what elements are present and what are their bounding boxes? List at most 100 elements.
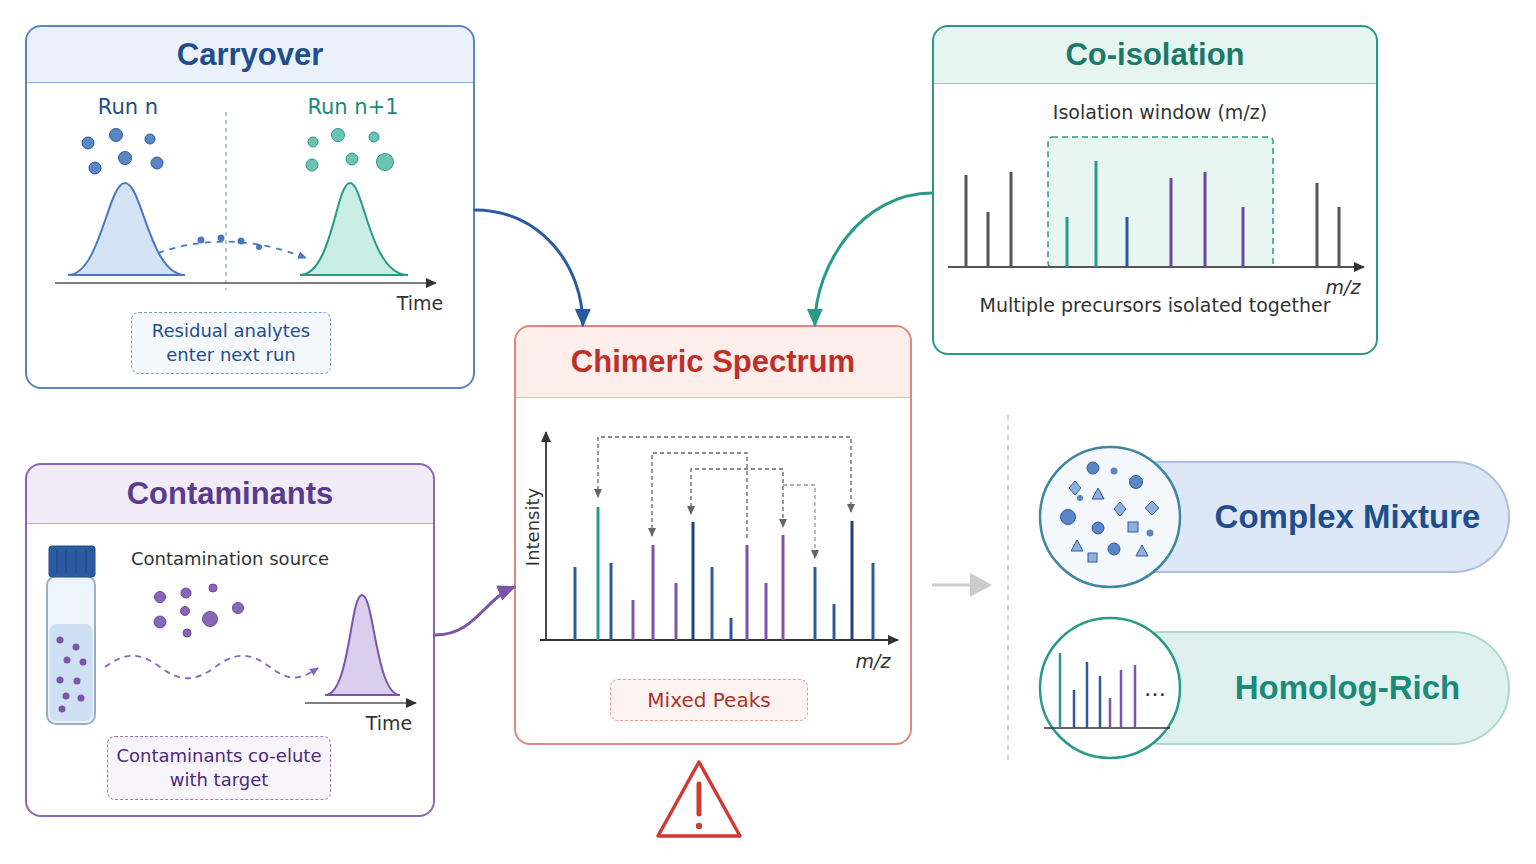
node-text: Contaminants [27,465,433,523]
precursor-peak [1338,207,1341,267]
contaminant-dot [233,603,244,614]
node-text: Mixed Peaks [647,688,770,712]
text-label: Multiple precursors isolated together [979,294,1330,316]
vial-cap [49,546,95,577]
fragment-peak [833,604,836,640]
analyte-dot [369,132,379,142]
contaminant-dot [154,616,166,628]
contaminant-path [105,656,318,679]
contaminant-dot [80,659,87,666]
contaminant-dot [78,695,85,702]
mz-axis [948,266,1364,268]
fragment-peak [730,618,733,640]
peak-link-bracket [691,469,783,527]
flow-connector [475,210,583,325]
isolation-window [1048,137,1273,267]
molecule-triangle [1136,545,1148,556]
analyte-dot [218,235,225,242]
flow-connector [435,587,514,635]
section-divider [1007,415,1008,762]
contaminant-dot [181,588,191,598]
warning-mark [697,784,702,814]
node-text: Co-isolation [934,27,1376,83]
fragment-peak [711,567,714,640]
molecule-diamond [1145,501,1159,515]
molecule-dot [1108,543,1120,555]
analyte-dot [110,129,123,142]
text-label: … [1144,676,1166,701]
panel-box: Chimeric SpectrumMixed Peaks [514,325,912,745]
note-box: Residual analytes enter next run [131,312,331,374]
flow-arrow [932,584,975,587]
cap-ridge [56,550,58,573]
molecule-triangle [1071,540,1083,551]
mz-axis [540,639,898,641]
precursor-peak [1095,161,1098,267]
homolog-peak [1086,662,1089,728]
text-label: Isolation window (m/z) [1053,101,1267,123]
panel-box: CarryoverResidual analytes enter next ru… [25,25,475,389]
homolog-peak [1099,676,1102,728]
analyte-dot [89,162,101,174]
fragment-peak [765,583,768,640]
contaminant-dot [59,706,66,713]
time-axis [305,702,416,704]
analyte-dot [82,137,94,149]
molecule-dot [1061,510,1076,525]
mixture-icon [1040,447,1180,587]
text-label: m/z [856,650,891,672]
molecule-dot [1147,530,1154,537]
contaminant-dot [63,693,70,700]
carryover-arrow [158,242,306,258]
molecule-dot [1130,476,1143,489]
fragment-peak [872,563,875,640]
node-text: Contaminants co-elute with target [116,744,322,792]
molecule-diamond [1114,502,1126,516]
analyte-dot [145,134,155,144]
chromatogram-peak [300,183,408,275]
homolog-peak [1059,653,1062,728]
contaminant-dot [183,629,191,637]
note-box: Mixed Peaks [610,679,808,721]
node-text: Carryover [27,27,473,82]
panel-box: ContaminantsContaminants co-elute with t… [25,463,435,817]
contaminant-dot [73,644,80,651]
fragment-peak [746,545,749,640]
text-label: Run n [98,95,158,119]
text-label: Time [397,292,444,314]
homolog-peak [1109,698,1112,728]
vial-body [47,576,95,724]
molecule-dot [1111,468,1118,475]
molecule-square [1128,522,1138,532]
homolog-peak [1134,665,1137,728]
analyte-dot [151,157,163,169]
flow-arrow-head [970,573,992,597]
precursor-peak [1242,207,1245,267]
analyte-dot [306,159,318,171]
flow-connector [815,193,932,325]
cap-ridge [65,550,67,573]
molecule-square [1088,553,1097,562]
contaminant-dot [57,637,64,644]
warning-triangle [658,762,740,836]
cap-ridge [75,550,77,573]
analyte-dot [332,129,345,142]
contaminant-dot [57,677,64,684]
mini-axis [1044,727,1170,729]
precursor-peak [965,175,968,267]
text-label: Intensity [522,488,543,566]
homolog-peak [1073,690,1076,728]
text-label: Run n+1 [307,95,398,119]
precursor-peak [1126,217,1129,267]
peak-link-bracket [783,485,815,558]
note-box: Contaminants co-elute with target [107,736,331,800]
fragment-peak [692,522,695,640]
contaminant-dot [64,657,71,664]
molecule-dot [1087,462,1099,474]
warning-mark [696,823,702,829]
fragment-peak [814,567,817,640]
text-label: Time [366,712,413,734]
node-text: Residual analytes enter next run [140,319,322,367]
molecule-triangle [1092,488,1104,499]
